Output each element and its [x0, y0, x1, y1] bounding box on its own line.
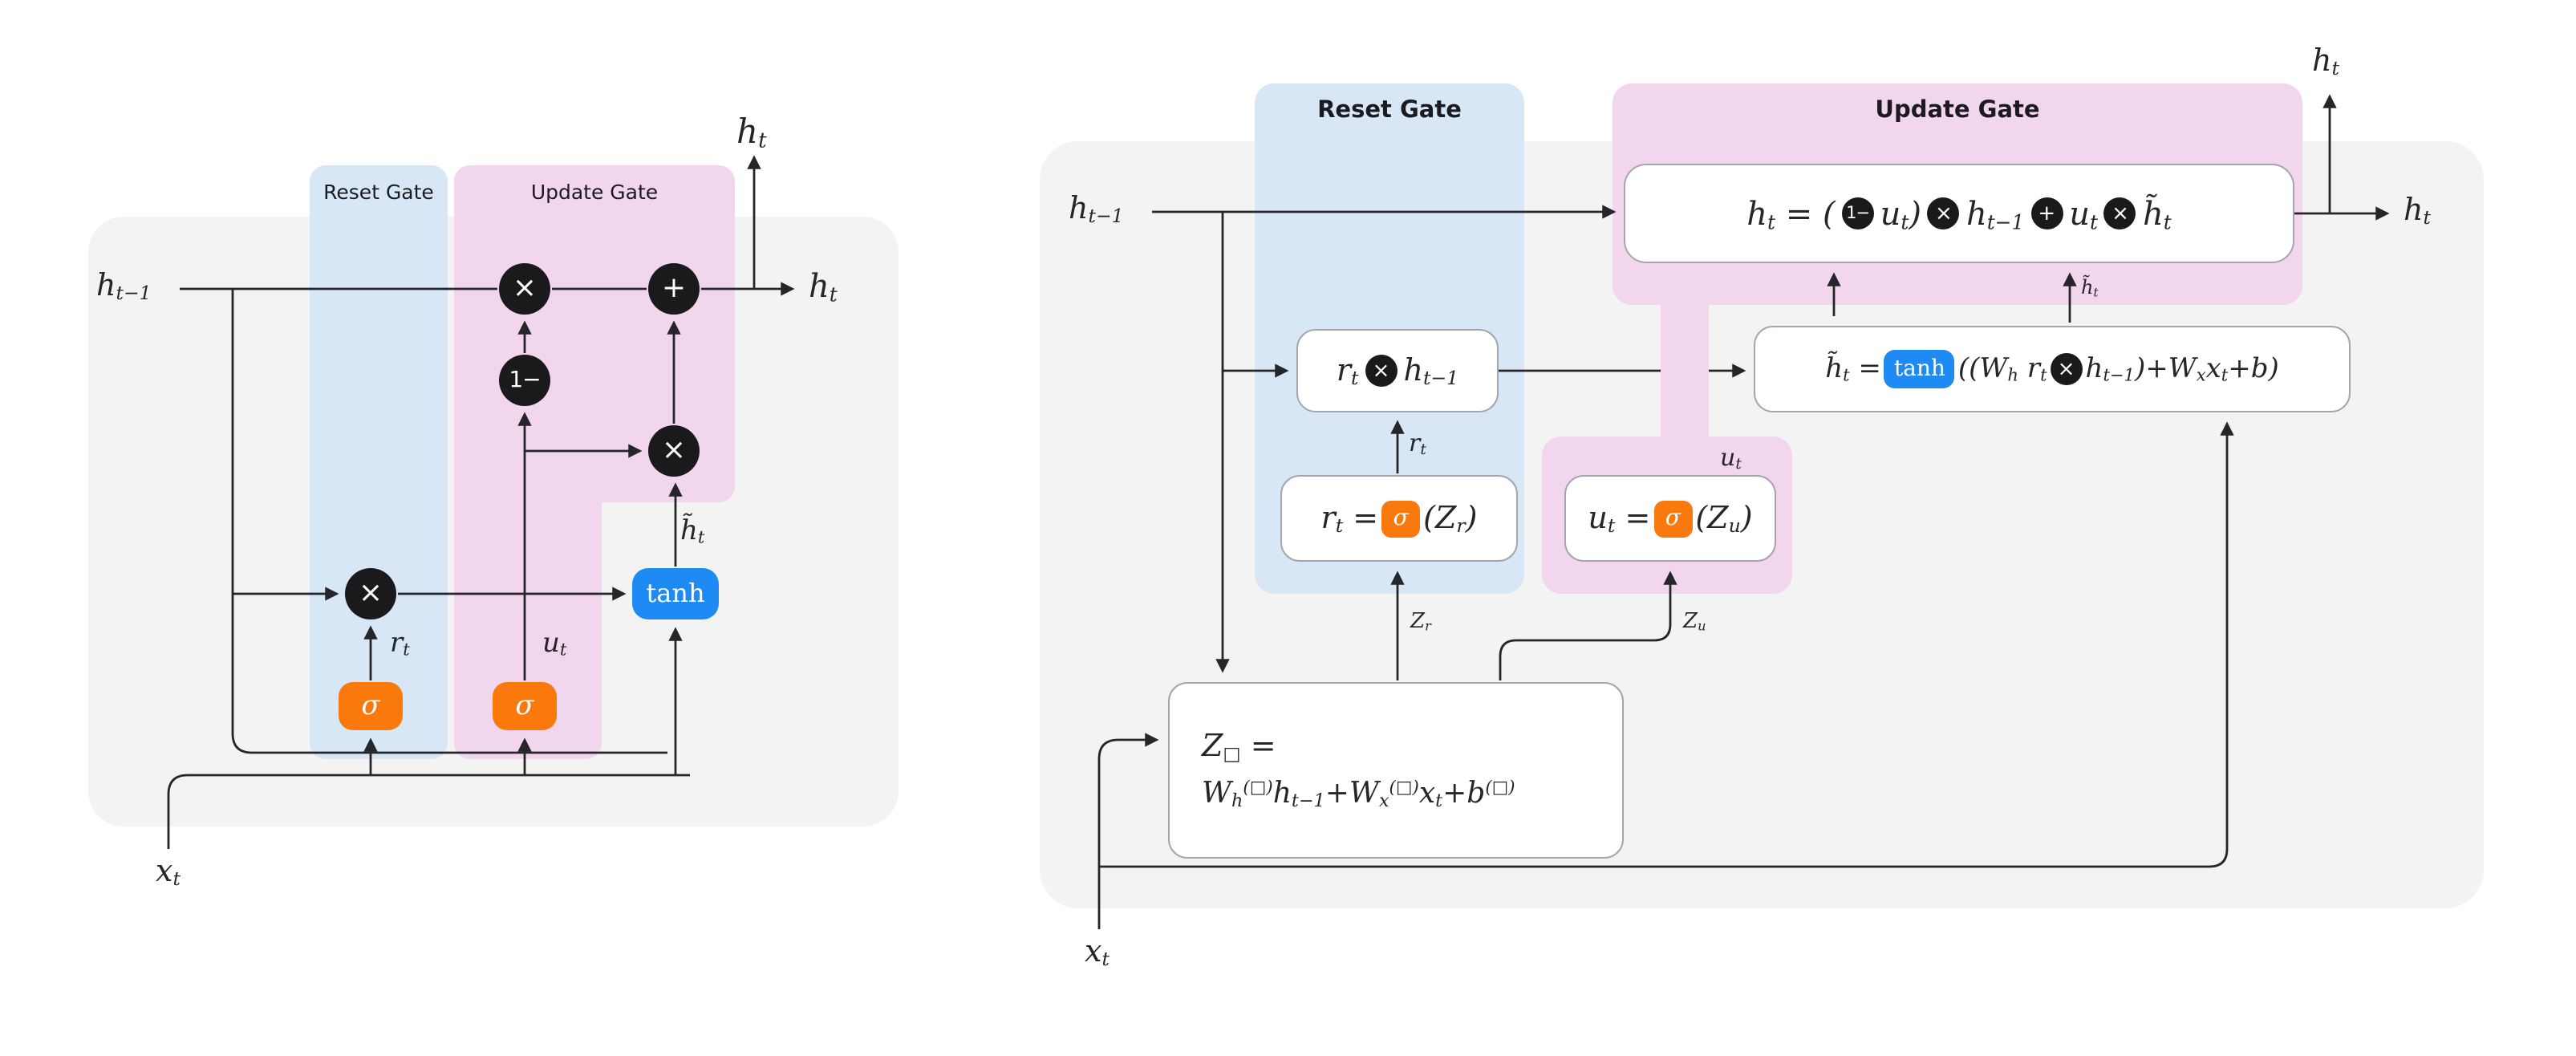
x-input-label: xt	[1085, 934, 1110, 971]
plus-icon: +	[661, 271, 687, 305]
u-gate-equation-box: ut = σ (Zu)	[1564, 475, 1776, 562]
r-t-label: rt	[390, 628, 410, 660]
r-gate-equation-box: rt = σ (Zr)	[1280, 475, 1518, 562]
eq-htilde-p1: h̃t =	[1825, 352, 1881, 386]
sigma-icon: σ	[361, 689, 380, 721]
left-update-gate-label: Update Gate	[530, 180, 659, 204]
multiply-node-top: ×	[499, 263, 550, 315]
plus-op-icon: +	[2030, 197, 2063, 229]
left-reset-gate-band	[310, 165, 448, 759]
h-out-top-label: ht	[2312, 43, 2339, 80]
z-u-label: Zu	[1683, 610, 1706, 634]
one-minus-node: 1−	[499, 355, 550, 406]
multiply-op-icon: ×	[2103, 197, 2136, 229]
multiply-node-mid: ×	[648, 425, 700, 477]
eq-htilde-p3: ht−1)+Wxxt+b)	[2085, 352, 2279, 386]
reset-apply-box: rt × ht−1	[1296, 329, 1499, 412]
h-out-label: ht	[2404, 193, 2431, 229]
multiply-op-icon: ×	[1927, 197, 1960, 229]
u-connector-strip	[1661, 299, 1709, 443]
eq-u-p2: (Zu)	[1695, 500, 1753, 537]
multiply-icon: ×	[661, 433, 687, 467]
eq-resetmul-p1: rt	[1336, 352, 1359, 389]
multiply-op-icon: ×	[1365, 355, 1398, 387]
h-prev-label: ht−1	[96, 268, 152, 305]
eq-z-line1: Z□ =	[1202, 729, 1276, 766]
u-t-label: ut	[542, 628, 567, 660]
eq-u-p1: ut =	[1588, 500, 1651, 537]
eq-htilde-p2: ((Wh rt	[1957, 352, 2047, 386]
multiply-node-reset: ×	[345, 568, 396, 619]
h-prev-label: ht−1	[1069, 191, 1124, 228]
h-new-equation-box: ht = ( 1− ut) × ht−1 + ut × h̃t	[1624, 164, 2294, 263]
h-tilde-equation-box: h̃t = tanh ((Wh rt × ht−1)+Wxxt+b)	[1754, 326, 2351, 412]
multiply-op-icon: ×	[2050, 353, 2083, 385]
h-tilde-arrow-label: h̃t	[2081, 276, 2099, 300]
eq-top-p2: ut)	[1880, 193, 1921, 234]
sigma-icon: σ	[1653, 500, 1693, 537]
multiply-icon: ×	[512, 271, 538, 305]
eq-r-p1: rt =	[1320, 500, 1379, 537]
eq-top-p5: h̃t	[2142, 193, 2172, 234]
u-t-label: ut	[1720, 443, 1742, 474]
x-input-label: xt	[156, 854, 181, 891]
sigma-pill-update: σ	[493, 682, 557, 730]
tanh-icon: tanh	[646, 578, 705, 608]
h-out-top-label: ht	[736, 112, 767, 154]
sigma-icon: σ	[1381, 500, 1421, 537]
eq-resetmul-p2: ht−1	[1403, 352, 1459, 389]
z-r-label: Zr	[1410, 610, 1431, 634]
h-tilde-label: h̃t	[680, 515, 705, 548]
one-minus-op-icon: 1−	[1841, 197, 1874, 229]
eq-r-p2: (Zr)	[1423, 500, 1478, 537]
eq-top-p1: ht = (	[1746, 193, 1836, 234]
sigma-icon: σ	[515, 689, 534, 721]
sigma-pill-reset: σ	[339, 682, 403, 730]
z-equation-box: Z□ = Wh(□)ht−1+Wx(□)xt+b(□)	[1168, 682, 1624, 859]
eq-z-line2: Wh(□)ht−1+Wx(□)xt+b(□)	[1202, 777, 1515, 812]
multiply-icon: ×	[358, 576, 383, 610]
add-node: +	[648, 263, 700, 315]
eq-top-p3: ht−1	[1965, 193, 2025, 234]
r-t-label: rt	[1409, 428, 1426, 460]
right-reset-gate-label: Reset Gate	[1317, 98, 1462, 124]
eq-top-p4: ut	[2069, 193, 2098, 234]
tanh-icon: tanh	[1884, 350, 1955, 388]
tanh-pill: tanh	[632, 568, 719, 619]
one-minus-icon: 1−	[509, 368, 541, 393]
h-out-label: ht	[809, 266, 838, 307]
left-reset-gate-label: Reset Gate	[323, 180, 434, 204]
right-update-gate-label: Update Gate	[1875, 98, 2040, 124]
